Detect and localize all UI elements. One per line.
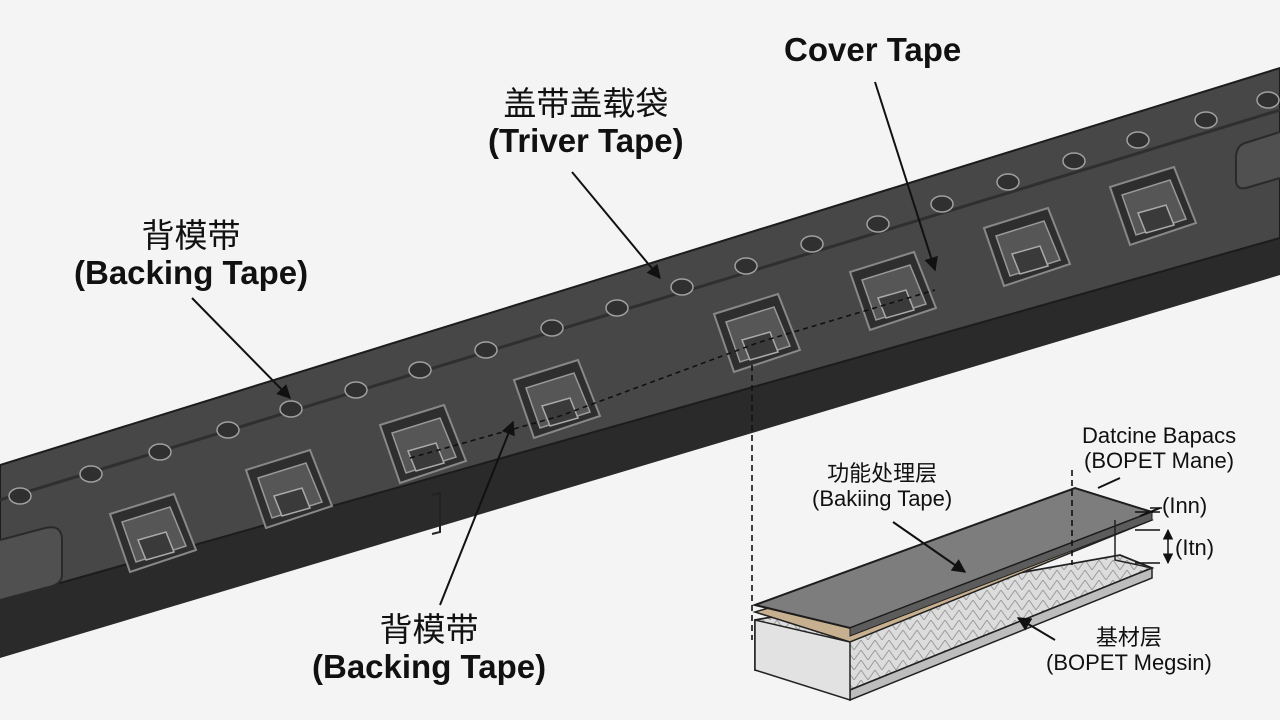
carrier-tape xyxy=(0,66,1280,658)
pocket xyxy=(108,492,198,574)
arrow-backing-top xyxy=(191,297,291,399)
pockets xyxy=(108,165,1198,574)
label-itn: (Itn) xyxy=(1175,535,1215,560)
label-inn: (Inn) xyxy=(1162,493,1208,518)
layer-cross-section xyxy=(751,365,1174,702)
arrow-cover-tape xyxy=(874,81,938,272)
pocket xyxy=(982,206,1072,288)
tape-rail-line xyxy=(0,108,1280,502)
tape-end-tab-left xyxy=(0,526,63,601)
arrow-backing-bottom xyxy=(439,420,515,606)
tape-side-face xyxy=(0,238,1280,658)
label-functional-layer: 功能处理层 (Bakiing Tape) xyxy=(812,461,953,511)
pocket xyxy=(378,403,468,485)
pocket xyxy=(512,358,602,440)
sprocket-holes xyxy=(8,91,1280,505)
pocket xyxy=(712,292,802,374)
arrow-functional-layer xyxy=(892,521,967,573)
label-datcine-bapacs: Datcine Bapacs (BOPET Mane) xyxy=(1082,423,1237,473)
callout-arrows xyxy=(191,81,1161,641)
label-triver-tape: 盖带盖载袋 (Triver Tape) xyxy=(488,85,684,159)
pocket xyxy=(848,250,938,332)
tape-end-tab-right xyxy=(1235,131,1280,190)
arrow-substrate-layer xyxy=(1016,617,1056,641)
tape-joint xyxy=(431,491,441,535)
label-cover-tape: Cover Tape xyxy=(784,31,962,68)
arrow-inn xyxy=(1139,507,1161,517)
label-backing-tape-bottom: 背模带 (Backing Tape) xyxy=(312,611,547,685)
seal-dashed-line xyxy=(409,289,936,459)
label-substrate-layer: 基材层 (BOPET Megsin) xyxy=(1046,625,1212,675)
tape-top-face xyxy=(0,66,1280,602)
arrow-triver-tape xyxy=(571,171,661,280)
label-backing-tape-top: 背模带 (Backing Tape) xyxy=(74,217,309,291)
pocket xyxy=(1108,165,1198,247)
pocket xyxy=(244,448,334,530)
arrow-datcine xyxy=(1097,477,1121,489)
